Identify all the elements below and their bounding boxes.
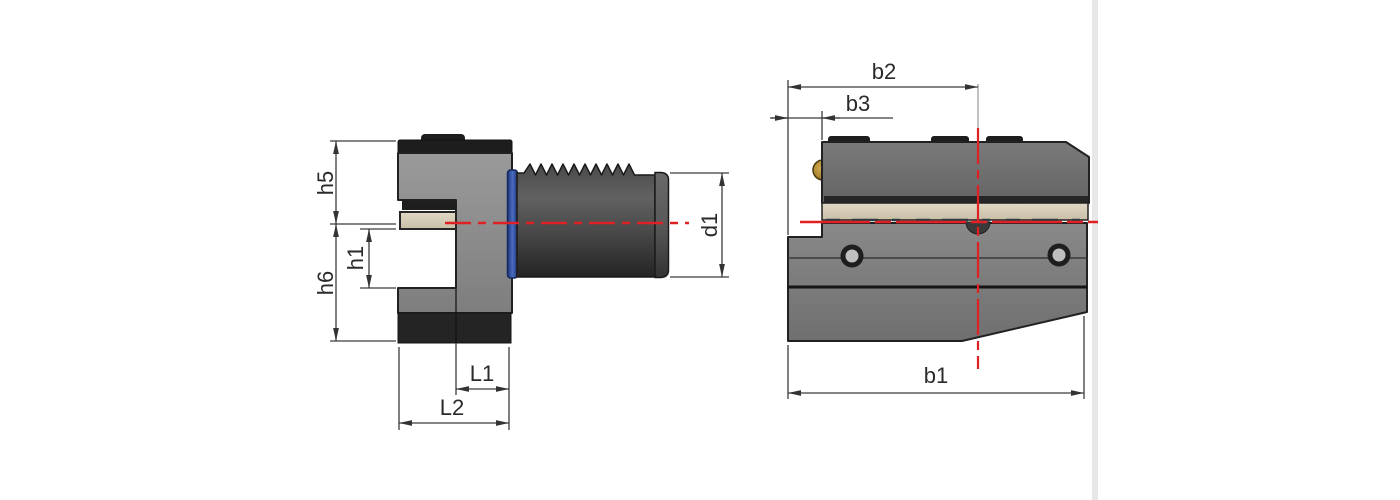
shank-end-cap [654, 171, 670, 279]
upper-clamp-block [821, 141, 1090, 204]
insert-strip [821, 202, 1089, 221]
front-view-dimensions: b2 b3 b1 [770, 59, 1085, 399]
clamp-block-lower-edge [824, 196, 1088, 203]
holder-body [397, 152, 513, 314]
front-view: b2 b3 b1 [770, 59, 1098, 399]
dim-label-h5: h5 [313, 171, 338, 195]
dim-label-b2: b2 [872, 59, 896, 84]
dim-label-b1: b1 [924, 363, 948, 388]
clamp-top-strip [402, 201, 456, 210]
mounting-hole-right [1047, 243, 1071, 267]
dim-label-L2: L2 [440, 395, 464, 420]
dim-label-h6: h6 [313, 271, 338, 295]
dim-label-h1: h1 [343, 246, 368, 270]
side-view-dimensions: h5 h6 h1 d1 L1 L2 [313, 140, 729, 430]
bottom-block [397, 312, 512, 344]
threaded-shank [516, 163, 656, 278]
dim-label-d1: d1 [697, 213, 722, 237]
page-edge-line [1092, 0, 1098, 500]
side-view: h5 h6 h1 d1 L1 L2 [313, 134, 729, 430]
top-cap-block [397, 139, 513, 154]
mounting-hole-left [840, 244, 864, 268]
clamp-insert [399, 211, 457, 230]
dim-label-b3: b3 [846, 91, 870, 116]
dim-label-L1: L1 [470, 361, 494, 386]
lower-body [787, 222, 1088, 342]
